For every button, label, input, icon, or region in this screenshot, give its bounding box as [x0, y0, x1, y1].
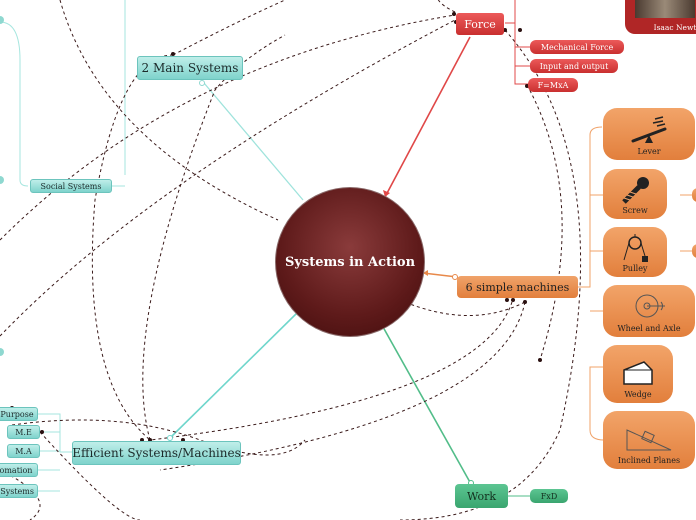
- social-systems-node[interactable]: Social Systems: [30, 179, 112, 193]
- force-node[interactable]: Force: [456, 13, 504, 35]
- pulley-icon: [623, 234, 648, 262]
- purpose-label: Purpose: [0, 409, 34, 419]
- force-child-mechanical[interactable]: Mechanical Force: [530, 40, 624, 54]
- newton-photo: Isaac Newt: [625, 0, 696, 34]
- efficient-systems-node[interactable]: Efficient Systems/Machines: [72, 441, 241, 465]
- central-topic[interactable]: Systems in Action: [275, 187, 425, 337]
- main-systems-node[interactable]: 2 Main Systems: [137, 56, 243, 80]
- central-topic-label: Systems in Action: [284, 254, 416, 270]
- fma-label: F=MxA: [537, 80, 569, 90]
- work-label: Work: [466, 489, 497, 503]
- relationship-links: [0, 0, 582, 520]
- purpose-node[interactable]: Purpose: [0, 407, 38, 421]
- link-center-work: [382, 326, 472, 485]
- input-output-label: Input and output: [539, 61, 609, 71]
- screw-label: Screw: [622, 206, 648, 215]
- force-child-input-output[interactable]: Input and output: [530, 59, 618, 73]
- force-label: Force: [464, 17, 496, 31]
- systems-label: 'Systems: [0, 486, 34, 496]
- inclined-plane-label: Inclined Planes: [617, 456, 681, 465]
- link-force-children: [505, 0, 530, 85]
- screw-child-node[interactable]: [692, 188, 696, 202]
- social-systems-label: Social Systems: [40, 181, 102, 191]
- ma-node[interactable]: M.A: [7, 444, 40, 458]
- wedge-icon: [623, 361, 653, 385]
- link-center-machines: [422, 272, 458, 278]
- link-center-main-systems: [203, 82, 304, 201]
- me-node[interactable]: M.E: [7, 425, 40, 439]
- relationship-dots: [10, 12, 542, 442]
- link-center-efficient: [169, 312, 298, 439]
- main-systems-label: 2 Main Systems: [141, 61, 239, 75]
- lever-icon: [631, 116, 667, 143]
- link-machines-tiles: [578, 126, 605, 441]
- link-center-force: [384, 36, 471, 198]
- force-child-formula[interactable]: F=MxA: [528, 78, 578, 92]
- wheel-axle-icon: [635, 294, 665, 318]
- pulley-child-node[interactable]: [692, 244, 696, 258]
- lever-tile[interactable]: Lever: [603, 108, 695, 160]
- wedge-tile[interactable]: Wedge: [603, 345, 673, 403]
- systems-node[interactable]: 'Systems: [0, 484, 38, 498]
- mechanical-force-label: Mechanical Force: [540, 42, 614, 52]
- fxd-node[interactable]: FxD: [530, 489, 568, 503]
- portrait-image: [635, 0, 695, 18]
- screw-icon: [622, 177, 649, 204]
- automation-label: omation: [0, 465, 33, 475]
- pulley-tile[interactable]: Pulley: [603, 227, 667, 277]
- me-label: M.E: [15, 427, 32, 437]
- automation-node[interactable]: omation: [0, 463, 38, 477]
- efficient-systems-label: Efficient Systems/Machines: [72, 446, 241, 460]
- link-efficient-children: [38, 413, 72, 492]
- wedge-label: Wedge: [624, 390, 652, 399]
- simple-machines-label: 6 simple machines: [465, 280, 570, 294]
- wheel-axle-tile[interactable]: Wheel and Axle: [603, 285, 695, 337]
- screw-tile[interactable]: Screw: [603, 169, 667, 219]
- inclined-plane-icon: [626, 429, 672, 451]
- work-node[interactable]: Work: [455, 484, 508, 508]
- wheel-axle-label: Wheel and Axle: [617, 324, 681, 333]
- link-left-frame: [0, 21, 29, 187]
- lever-label: Lever: [637, 147, 661, 156]
- simple-machines-node[interactable]: 6 simple machines: [457, 276, 578, 298]
- inclined-plane-tile[interactable]: Inclined Planes: [603, 411, 695, 469]
- fxd-label: FxD: [540, 491, 558, 501]
- ma-label: M.A: [15, 446, 32, 456]
- photo-caption: Isaac Newt: [653, 23, 696, 32]
- pulley-label: Pulley: [622, 264, 648, 273]
